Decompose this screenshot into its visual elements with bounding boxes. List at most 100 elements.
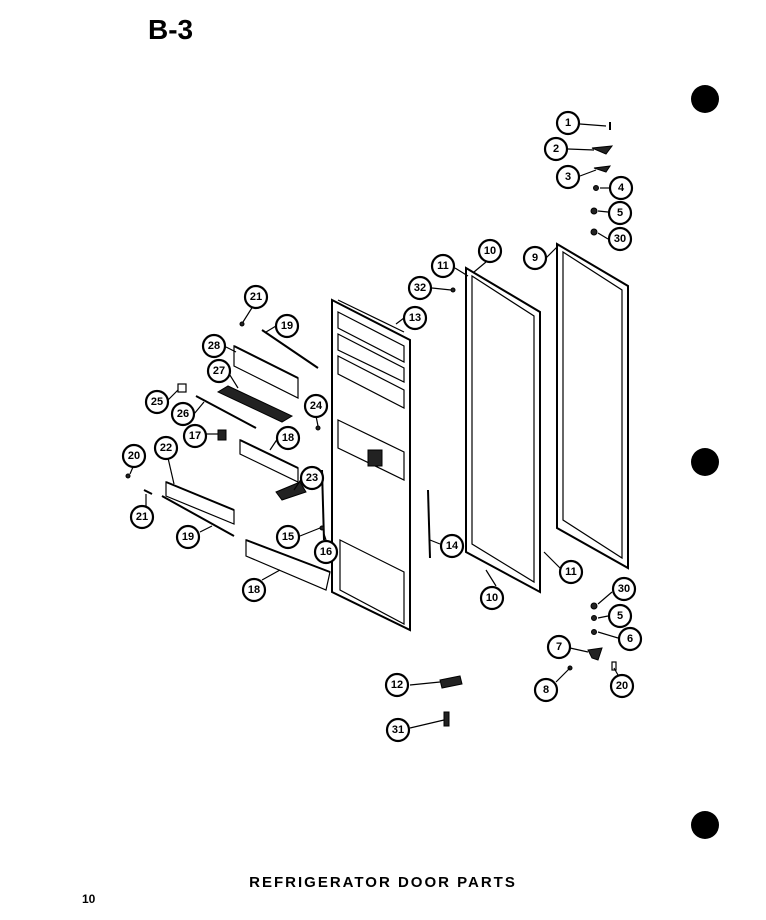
- callout-8: 8: [533, 677, 559, 703]
- callout-32: 32: [407, 275, 433, 301]
- callout-7: 7: [546, 634, 572, 660]
- page-number: 10: [82, 892, 96, 906]
- part-bar-19-bottom: [161, 495, 235, 537]
- svg-text:19: 19: [281, 320, 293, 332]
- svg-text:5: 5: [617, 207, 623, 219]
- callout-17: 17: [182, 423, 208, 449]
- callout-24: 24: [303, 393, 329, 419]
- part-shelf-18-mid: [239, 439, 299, 483]
- part-shelf-22: [165, 481, 235, 525]
- callout-10-upper: 10: [477, 238, 503, 264]
- svg-text:25: 25: [151, 396, 163, 408]
- svg-text:32: 32: [414, 282, 426, 294]
- svg-text:14: 14: [446, 540, 459, 552]
- svg-text:2: 2: [553, 143, 559, 155]
- callout-6: 6: [617, 626, 643, 652]
- part-shelf-18-bottom: [245, 539, 331, 591]
- part-bar-19-top: [261, 329, 319, 369]
- callout-16: 16: [313, 539, 339, 565]
- svg-text:21: 21: [250, 291, 262, 303]
- svg-text:31: 31: [392, 724, 404, 736]
- svg-text:5: 5: [617, 610, 623, 622]
- svg-text:8: 8: [543, 684, 549, 696]
- svg-text:28: 28: [208, 340, 220, 352]
- page-title: REFRIGERATOR DOOR PARTS: [249, 874, 517, 891]
- svg-text:21: 21: [136, 511, 148, 523]
- callout-1: 1: [555, 110, 581, 136]
- svg-text:24: 24: [310, 400, 323, 412]
- svg-text:26: 26: [177, 408, 189, 420]
- svg-text:1: 1: [565, 117, 571, 129]
- svg-text:20: 20: [128, 450, 140, 462]
- svg-text:11: 11: [437, 260, 449, 272]
- part-clip-25: [177, 383, 187, 393]
- svg-text:16: 16: [320, 546, 332, 558]
- callout-25: 25: [144, 389, 170, 415]
- callout-4: 4: [608, 175, 634, 201]
- svg-text:6: 6: [627, 633, 633, 645]
- callout-23: 23: [299, 465, 325, 491]
- binder-hole-top: [691, 85, 719, 113]
- callout-21-upper: 21: [243, 284, 269, 310]
- svg-text:23: 23: [306, 472, 318, 484]
- callout-18-mid: 18: [275, 425, 301, 451]
- svg-text:18: 18: [248, 584, 260, 596]
- callout-22: 22: [153, 435, 179, 461]
- callout-31: 31: [385, 717, 411, 743]
- callout-30-lower: 30: [611, 576, 637, 602]
- callout-19-upper: 19: [274, 313, 300, 339]
- callout-21-lower: 21: [129, 504, 155, 530]
- svg-text:4: 4: [618, 182, 625, 194]
- part-shelf-27: [216, 385, 294, 423]
- svg-text:12: 12: [391, 679, 403, 691]
- callout-11-upper: 11: [430, 253, 456, 279]
- callout-18-bottom: 18: [241, 577, 267, 603]
- callout-20-right: 20: [609, 673, 635, 699]
- svg-text:30: 30: [618, 583, 630, 595]
- callout-27: 27: [206, 358, 232, 384]
- part-clip-23: [275, 481, 307, 501]
- part-bar-26: [195, 395, 257, 429]
- svg-text:15: 15: [282, 531, 294, 543]
- callout-26: 26: [170, 401, 196, 427]
- svg-text:7: 7: [556, 641, 562, 653]
- binder-hole-bottom: [691, 811, 719, 839]
- part-door-liner: [331, 298, 411, 632]
- svg-text:27: 27: [213, 365, 225, 377]
- callout-11-lower: 11: [558, 559, 584, 585]
- svg-text:18: 18: [282, 432, 294, 444]
- svg-text:10: 10: [484, 245, 496, 257]
- callout-10-lower: 10: [479, 585, 505, 611]
- callout-14: 14: [439, 533, 465, 559]
- svg-text:19: 19: [182, 531, 194, 543]
- section-label: B-3: [148, 14, 194, 45]
- callout-13: 13: [402, 305, 428, 331]
- svg-text:3: 3: [565, 171, 571, 183]
- svg-text:10: 10: [486, 592, 498, 604]
- svg-text:30: 30: [614, 233, 626, 245]
- part-door-panel: [465, 266, 541, 594]
- part-strip-14: [427, 489, 431, 559]
- callout-3: 3: [555, 164, 581, 190]
- svg-text:22: 22: [160, 442, 172, 454]
- leader-lines: [129, 123, 623, 729]
- svg-text:11: 11: [565, 566, 577, 578]
- callout-20-left: 20: [121, 443, 147, 469]
- part-door-gasket: [556, 242, 629, 570]
- hardware-marks: [125, 122, 617, 727]
- callout-28: 28: [201, 333, 227, 359]
- svg-text:17: 17: [189, 430, 201, 442]
- callout-2: 2: [543, 136, 569, 162]
- callout-30-upper: 30: [607, 226, 633, 252]
- callout-12: 12: [384, 672, 410, 698]
- callout-9: 9: [522, 245, 548, 271]
- svg-text:9: 9: [532, 252, 538, 264]
- callout-15: 15: [275, 524, 301, 550]
- part-bracket-17: [217, 429, 227, 441]
- callout-19-lower: 19: [175, 524, 201, 550]
- part-shelf-28: [233, 345, 299, 399]
- callout-5-upper: 5: [607, 200, 633, 226]
- binder-hole-middle: [691, 448, 719, 476]
- callout-5-lower: 5: [607, 603, 633, 629]
